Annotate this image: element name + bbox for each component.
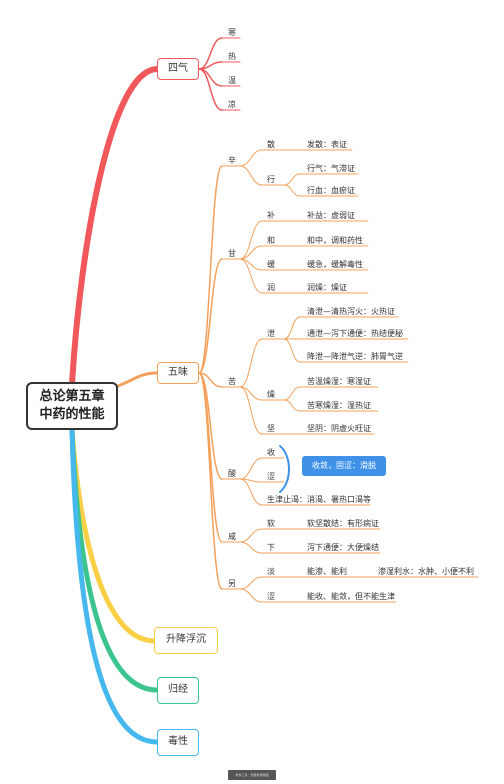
gan-link-0 <box>239 220 263 260</box>
wuwei-link-ling <box>198 372 223 590</box>
gan-he-desc[interactable]: 和中，调和药性 <box>307 236 363 245</box>
wuwei-link-xin <box>198 165 223 374</box>
siqi-link-1 <box>198 61 223 70</box>
siqi-link-3 <box>198 68 223 111</box>
gan-node[interactable]: 甘 <box>228 249 236 258</box>
gan-bu-node[interactable]: 补 <box>267 211 275 220</box>
xian-node[interactable]: 咸 <box>228 532 236 541</box>
wuwei-link-gan <box>198 258 223 374</box>
xin-link-0 <box>239 149 263 167</box>
root-title-line1: 总论第五章 <box>39 389 105 404</box>
suan-brace <box>279 445 290 493</box>
gan-link-1 <box>239 245 263 260</box>
xin-xing-desc2[interactable]: 行血：血瘀证 <box>307 186 355 195</box>
ku-link-2 <box>239 386 263 435</box>
xin-node[interactable]: 辛 <box>228 156 236 165</box>
xin-xing-desc1[interactable]: 行气：气滞证 <box>307 164 355 173</box>
ku-xie-desc3[interactable]: 降泄—降泄气逆：肺胃气逆 <box>307 352 403 361</box>
siqi-link-0 <box>198 37 223 70</box>
xian-link-0 <box>239 528 263 543</box>
ling-dan-desc2[interactable]: 渗湿利水：水肿、小便不利 <box>378 567 474 576</box>
ling-dan-desc[interactable]: 能渗、能利 <box>307 567 347 576</box>
wuwei-topic[interactable]: 五味 <box>157 362 199 384</box>
xin-xing-dlink-1 <box>283 184 301 197</box>
suan-shengjin-node[interactable]: 生津止渴：消渴、暑热口渴等 <box>267 495 371 504</box>
ku-node[interactable]: 苦 <box>228 377 236 386</box>
siqi-item-warm[interactable]: 温 <box>228 76 236 85</box>
xin-xing-node[interactable]: 行 <box>267 175 275 184</box>
duxing-topic[interactable]: 毒性 <box>157 729 199 756</box>
ling-se-node[interactable]: 涩 <box>267 592 275 601</box>
suan-se-node[interactable]: 涩 <box>267 472 275 481</box>
ku-jian-desc[interactable]: 坚阴：阴虚火旺证 <box>307 424 371 433</box>
ku-xie-desc2[interactable]: 通泄—泻下通便：热结便秘 <box>307 329 403 338</box>
ling-se-desc[interactable]: 能收、能敛，但不能生津 <box>307 592 395 601</box>
siqi-item-cool[interactable]: 凉 <box>228 100 236 109</box>
xin-san-desc[interactable]: 发散：表证 <box>307 140 347 149</box>
gan-run-desc[interactable]: 润燥：燥证 <box>307 283 347 292</box>
siqi-topic[interactable]: 四气 <box>157 58 199 80</box>
gan-bu-desc[interactable]: 补益：虚弱证 <box>307 211 355 220</box>
suan-node[interactable]: 酸 <box>228 469 236 478</box>
xin-san-node[interactable]: 散 <box>267 140 275 149</box>
gan-he-node[interactable]: 和 <box>267 236 275 245</box>
trunk-wuwei <box>116 371 159 388</box>
ku-link-0 <box>239 338 263 388</box>
ku-xie-node[interactable]: 泄 <box>267 329 275 338</box>
siqi-item-cold[interactable]: 寒 <box>228 28 236 37</box>
trunk-siqi <box>69 66 160 387</box>
xian-ruan-desc[interactable]: 软坚散结：有形病证 <box>307 519 379 528</box>
ku-xie-dlink-2 <box>283 338 301 363</box>
ling-node[interactable]: 另 <box>228 579 236 588</box>
footer-watermark: 软件工具：知犀思维导图 <box>228 770 276 780</box>
ku-xie-desc1[interactable]: 清泄—清热泻火：火热证 <box>307 307 395 316</box>
suan-link-2 <box>239 478 263 506</box>
suan-summary-callout[interactable]: 收敛，固涩：滑脱 <box>302 456 386 476</box>
root-topic[interactable]: 总论第五章 中药的性能 <box>26 382 118 430</box>
xin-link-1 <box>239 165 263 186</box>
ling-dan-node[interactable]: 淡 <box>267 567 275 576</box>
gan-huan-node[interactable]: 缓 <box>267 260 275 269</box>
xian-link-1 <box>239 541 263 554</box>
ku-zao-node[interactable]: 燥 <box>267 390 275 399</box>
xian-xia-desc[interactable]: 泻下通便：大便燥结 <box>307 543 379 552</box>
xian-xia-node[interactable]: 下 <box>267 543 275 552</box>
ling-link-1 <box>239 588 263 603</box>
ling-link-0 <box>239 576 263 590</box>
gan-huan-desc[interactable]: 缓急，缓解毒性 <box>307 260 363 269</box>
siqi-item-hot[interactable]: 热 <box>228 52 236 61</box>
xin-xing-dlink-0 <box>283 173 301 186</box>
gan-link-3 <box>239 258 263 294</box>
wuwei-link-xian <box>198 372 223 543</box>
root-title-line2: 中药的性能 <box>39 407 105 422</box>
suan-shou-node[interactable]: 收 <box>267 448 275 457</box>
guijing-topic[interactable]: 归经 <box>157 677 199 704</box>
ku-zao-desc1[interactable]: 苦温燥湿：寒湿证 <box>307 377 371 386</box>
siqi-link-2 <box>198 68 223 87</box>
trunk-guijing <box>69 427 160 693</box>
xian-ruan-node[interactable]: 软 <box>267 519 275 528</box>
ku-zao-dlink-0 <box>283 386 301 401</box>
suan-link-0 <box>239 457 263 480</box>
ku-zao-desc2[interactable]: 苦寒燥湿：湿热证 <box>307 401 371 410</box>
ku-xie-dlink-0 <box>283 316 301 340</box>
gan-run-node[interactable]: 润 <box>267 283 275 292</box>
wuwei-link-ku <box>198 372 223 388</box>
ku-jian-node[interactable]: 坚 <box>267 424 275 433</box>
ku-zao-dlink-1 <box>283 399 301 412</box>
trunk-duxing <box>69 427 160 745</box>
shengjiang-topic[interactable]: 升降浮沉 <box>154 627 218 654</box>
